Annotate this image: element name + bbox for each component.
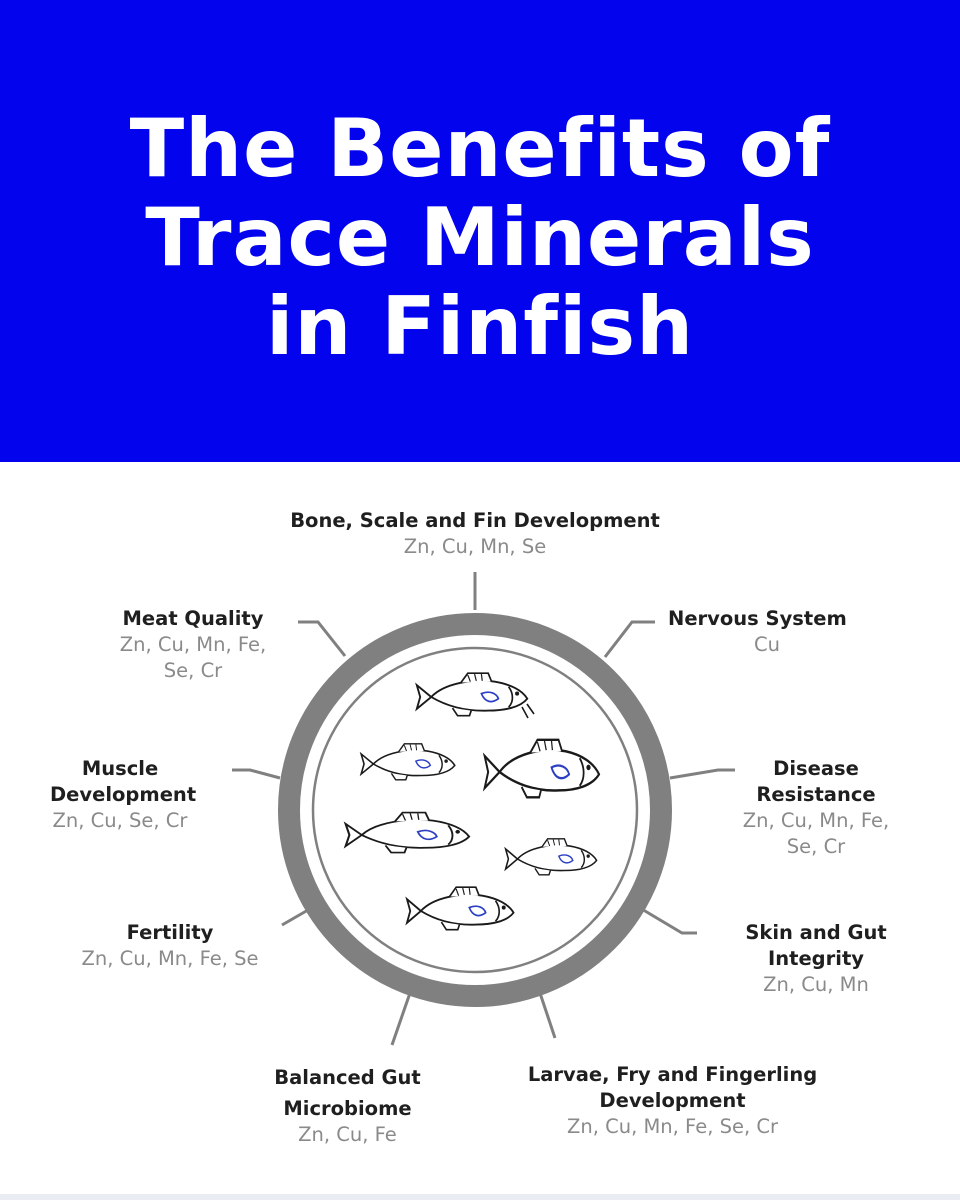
title-line-3: in Finfish xyxy=(265,280,695,373)
connector-larvae xyxy=(538,992,557,1039)
benefit-name: Bone, Scale and Fin Development xyxy=(290,509,660,532)
benefit-name: Muscle Development xyxy=(50,757,197,806)
benefit-minerals: Zn, Cu, Mn, Se xyxy=(403,535,547,558)
benefit-bone-scale-fin: Bone, Scale and Fin Development Zn, Cu, … xyxy=(270,508,680,560)
connector-nervous xyxy=(603,620,655,658)
benefit-balanced-gut-microbiome: Balanced Gut Microbiome Zn, Cu, Fe xyxy=(260,1062,435,1146)
benefit-name: Fertility xyxy=(126,921,214,944)
page-title: The Benefits of Trace Minerals in Finfis… xyxy=(0,104,960,371)
benefit-name: Balanced Gut Microbiome xyxy=(274,1066,421,1120)
benefit-minerals: Zn, Cu, Mn, Fe, Se, Cr xyxy=(742,809,890,858)
benefit-minerals: Zn, Cu, Fe xyxy=(298,1123,397,1146)
benefit-skin-gut-integrity: Skin and Gut Integrity Zn, Cu, Mn xyxy=(720,920,912,998)
benefit-minerals: Cu xyxy=(754,633,780,656)
benefit-disease-resistance: Disease Resistance Zn, Cu, Mn, Fe, Se, C… xyxy=(725,756,907,860)
title-line-1: The Benefits of xyxy=(129,102,831,195)
outer-ring xyxy=(278,613,672,1007)
benefit-minerals: Zn, Cu, Mn, Fe, Se xyxy=(81,947,259,970)
benefit-name: Disease Resistance xyxy=(756,757,876,806)
benefit-name: Skin and Gut Integrity xyxy=(745,921,887,970)
benefit-name: Larvae, Fry and Fingerling Development xyxy=(527,1063,818,1112)
title-line-2: Trace Minerals xyxy=(145,191,815,284)
benefit-minerals: Zn, Cu, Mn, Fe, Se, Cr xyxy=(566,1115,778,1138)
connector-disease xyxy=(669,768,735,780)
benefit-muscle-development: Muscle Development Zn, Cu, Se, Cr xyxy=(34,756,206,834)
connector-muscle xyxy=(232,768,281,780)
connector-fertility xyxy=(281,908,309,927)
bottom-divider xyxy=(0,1194,960,1200)
benefit-nervous-system: Nervous System Cu xyxy=(668,606,868,658)
connector-skin xyxy=(639,906,697,935)
connector-microbiome xyxy=(390,992,412,1046)
benefit-minerals: Zn, Cu, Se, Cr xyxy=(52,809,188,832)
benefit-name: Meat Quality xyxy=(122,607,264,630)
benefit-meat-quality: Meat Quality Zn, Cu, Mn, Fe, Se, Cr xyxy=(98,606,288,684)
benefit-fertility: Fertility Zn, Cu, Mn, Fe, Se xyxy=(60,920,280,972)
header-banner: The Benefits of Trace Minerals in Finfis… xyxy=(0,0,960,462)
inner-ring xyxy=(311,646,639,974)
connector-lines xyxy=(232,572,735,1046)
benefit-minerals: Zn, Cu, Mn, Fe, Se, Cr xyxy=(119,633,267,682)
benefit-name: Nervous System xyxy=(668,607,847,630)
benefit-minerals: Zn, Cu, Mn xyxy=(763,973,869,996)
fish-barbel-icon xyxy=(521,703,535,719)
benefit-larvae-fry-fingerling: Larvae, Fry and Fingerling Development Z… xyxy=(510,1062,835,1140)
connector-meat xyxy=(298,620,347,657)
